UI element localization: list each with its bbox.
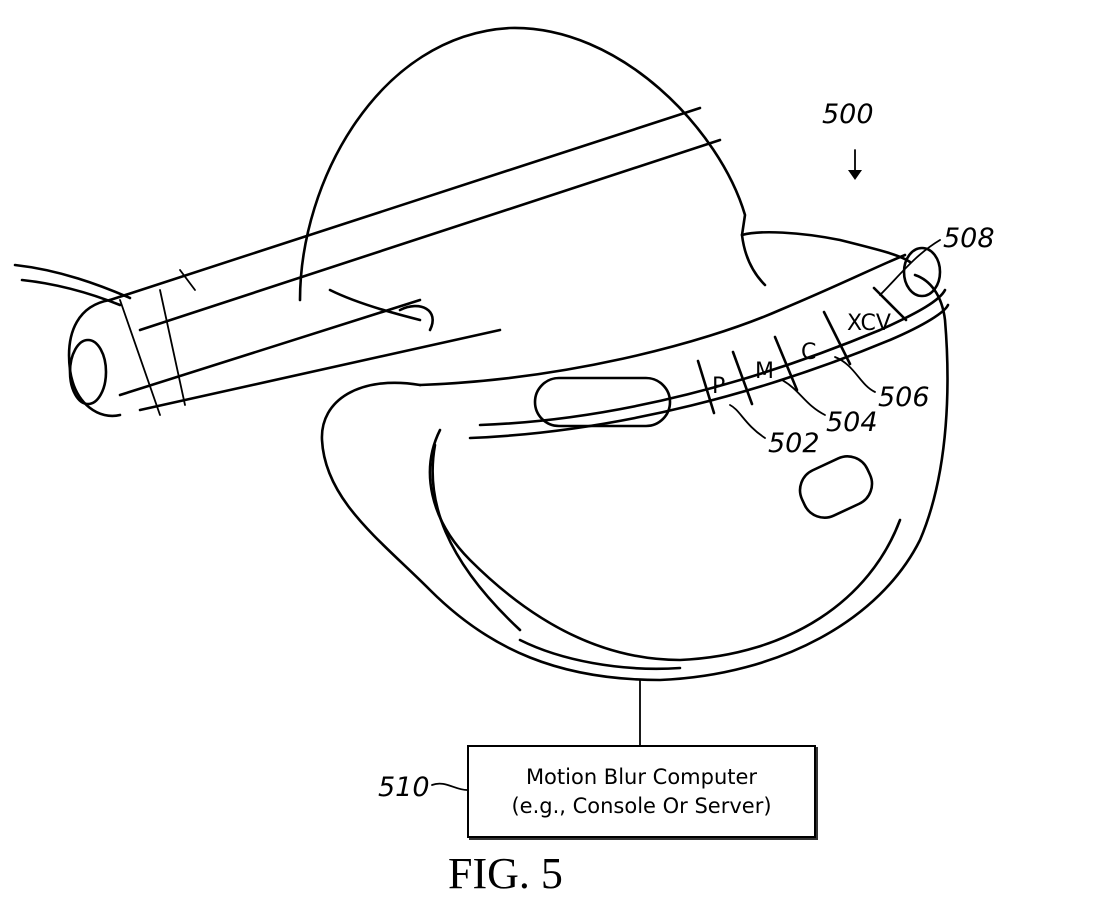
computer-box-line2: (e.g., Console Or Server) [511,793,772,818]
figure-caption: FIG. 5 [448,849,563,898]
motion-blur-computer-box: Motion Blur Computer (e.g., Console Or S… [467,745,816,838]
ref-506: 506 [878,382,930,413]
button-band [418,253,907,387]
ref-508: 508 [943,223,995,254]
cable [13,263,132,300]
ref-510: 510 [378,772,430,803]
headband-dome [298,26,767,302]
button-p-label: P [712,374,725,399]
headband-arm [108,106,702,302]
end-button [902,246,942,298]
sensor-slot [798,455,874,519]
button-m-label: M [755,359,774,384]
arrow-icon [848,170,862,180]
ref-500: 500 [822,99,874,130]
visor-shell [320,273,949,682]
computer-box-line1: Motion Blur Computer [525,764,758,789]
slider-pill [533,376,672,428]
button-xcv-label: XCV [847,311,891,336]
ref-502: 502 [768,428,820,459]
button-c-label: C [801,340,816,365]
ref-504: 504 [826,407,878,438]
arm-end-cap [68,338,108,406]
